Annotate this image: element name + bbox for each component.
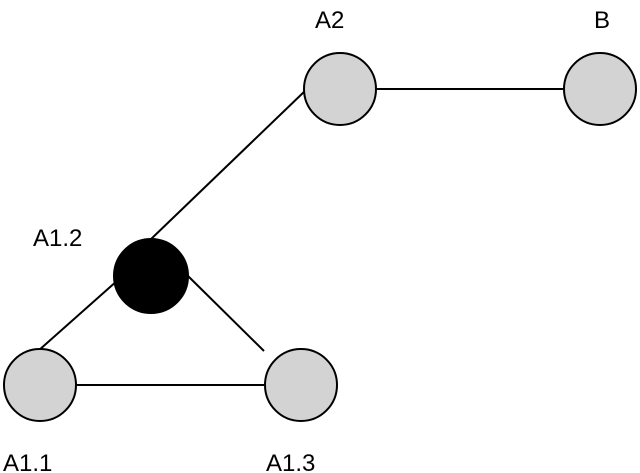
node-b: [563, 52, 637, 126]
node-a1-2: [113, 238, 189, 314]
edge-a2-a1-2: [148, 89, 307, 242]
label-a1-3: A1.3: [266, 450, 315, 473]
node-a1-3: [264, 348, 338, 422]
label-a1-1: A1.1: [3, 450, 52, 473]
node-a2: [303, 52, 377, 126]
label-b: B: [594, 7, 610, 34]
node-a1-1: [3, 348, 77, 422]
edge-a1-2-a1-1: [37, 279, 119, 352]
label-a2: A2: [315, 7, 344, 34]
edge-a1-2-a1-3: [187, 275, 265, 352]
label-a1-2: A1.2: [33, 225, 82, 252]
